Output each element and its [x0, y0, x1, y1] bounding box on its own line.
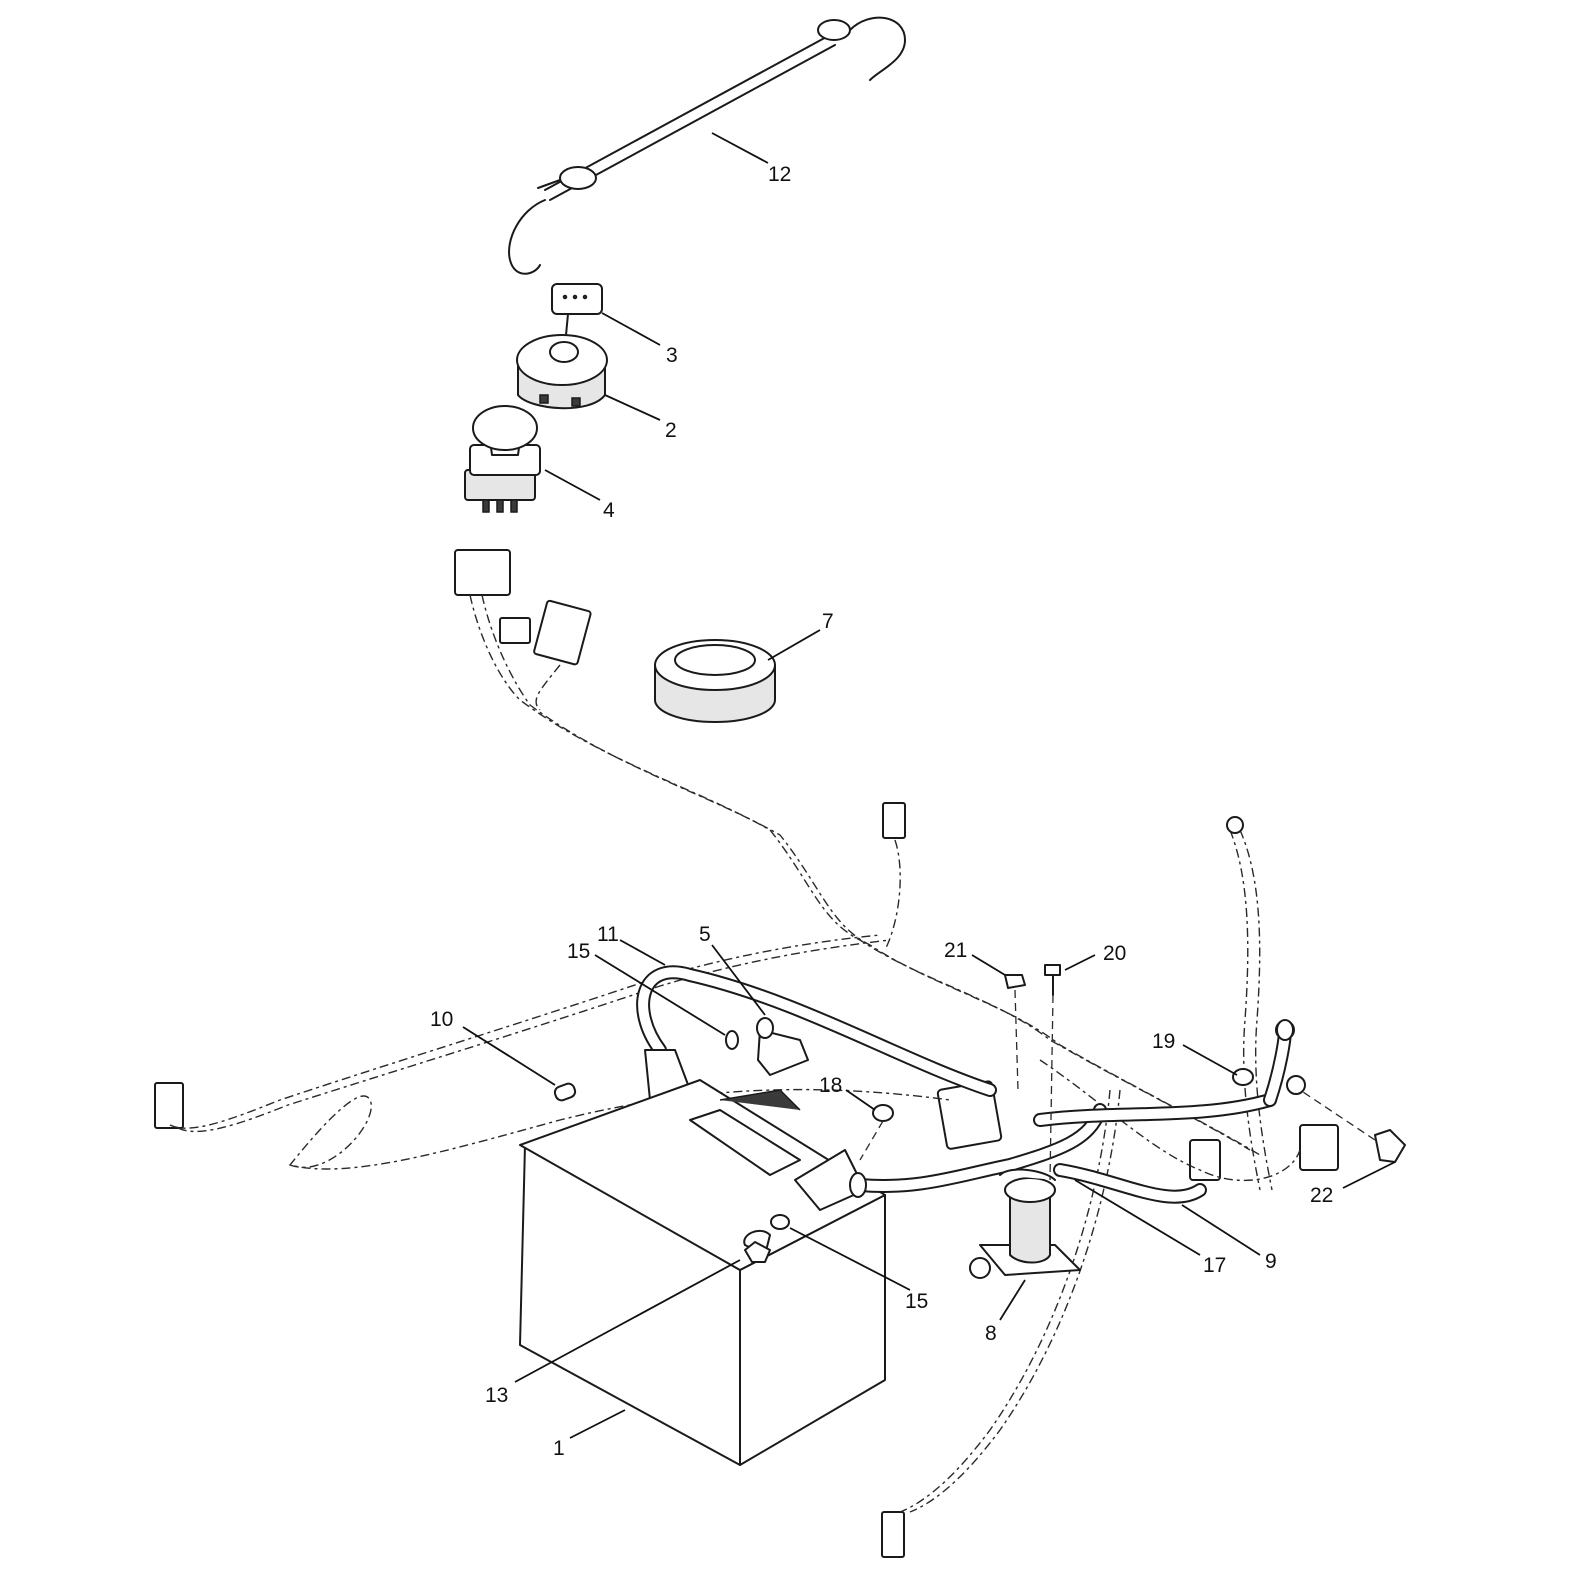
ignition-key-part-3 — [551, 283, 603, 336]
callout-15-lower: 15 — [905, 1290, 928, 1313]
callout-18: 18 — [819, 1074, 842, 1097]
nut-part-21 — [1004, 974, 1026, 989]
pto-switch-part-4 — [464, 405, 541, 513]
callout-4: 4 — [603, 499, 615, 522]
bolt-part-20 — [1044, 964, 1061, 976]
nut-part-18 — [872, 1104, 894, 1122]
terminal-boot-part-5 — [757, 1029, 809, 1076]
callout-9: 9 — [1265, 1250, 1277, 1273]
plug-part-7 — [654, 639, 776, 723]
callout-7: 7 — [822, 610, 834, 633]
callout-labels: 12 3 2 4 7 11 5 15 10 21 20 19 18 22 17 … — [430, 163, 1333, 1460]
battery-part-1 — [519, 1079, 886, 1466]
callout-3: 3 — [666, 344, 678, 367]
bolt-part-22 — [1374, 1129, 1406, 1163]
callout-11: 11 — [597, 923, 619, 946]
washer-part-15a — [725, 1030, 739, 1050]
callout-13: 13 — [485, 1384, 508, 1407]
support-rod-part-12 — [508, 16, 907, 275]
positive-cable-part-17 — [849, 1020, 1306, 1204]
leader-lines — [462, 132, 1396, 1439]
callout-10: 10 — [430, 1008, 453, 1031]
callout-15-upper: 15 — [567, 940, 590, 963]
bolt-part-13 — [744, 1241, 771, 1263]
callout-12: 12 — [768, 163, 791, 186]
solenoid-part-8 — [969, 1168, 1081, 1279]
terminal-boot-ring — [756, 1017, 774, 1039]
callout-21: 21 — [944, 939, 967, 962]
nut-part-19 — [1232, 1068, 1254, 1086]
callout-19: 19 — [1152, 1030, 1175, 1053]
callout-17: 17 — [1203, 1254, 1226, 1277]
washer-part-15b — [770, 1214, 790, 1230]
callout-20: 20 — [1103, 942, 1126, 965]
callout-5: 5 — [699, 923, 711, 946]
callout-22: 22 — [1310, 1184, 1333, 1207]
callout-8: 8 — [985, 1322, 997, 1345]
callout-2: 2 — [665, 419, 677, 442]
hardware — [553, 964, 1406, 1263]
ignition-switch-part-2 — [516, 334, 608, 410]
callout-1: 1 — [553, 1437, 565, 1460]
fuse-cap-part-10 — [553, 1082, 577, 1102]
